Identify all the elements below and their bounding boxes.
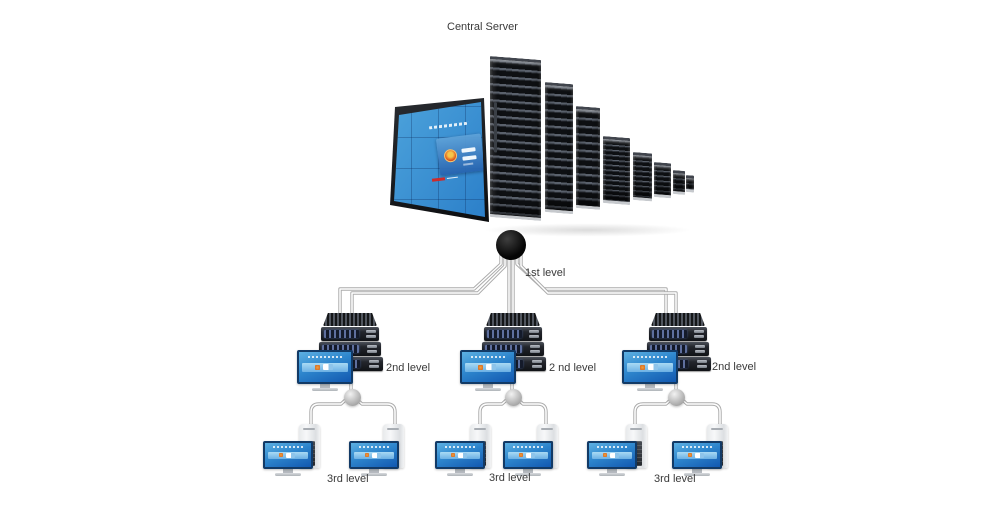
login-field	[461, 147, 476, 153]
second-level-label: 2nd level	[386, 362, 431, 374]
third-level-label: 3rd level	[327, 473, 369, 485]
emblem-icon	[443, 148, 458, 163]
rack-unit	[321, 327, 379, 341]
monitor-icon	[503, 441, 553, 476]
server-rack-icon	[490, 56, 541, 222]
first-level-label: 1st level	[525, 267, 566, 279]
monitor-screen	[503, 441, 553, 469]
emblem-dot-icon	[314, 364, 320, 370]
monitor-icon	[587, 441, 637, 476]
third-level-workstation	[587, 424, 647, 476]
monitor-screen	[297, 350, 353, 384]
monitor-screen	[672, 441, 722, 469]
server-rack-icon	[673, 170, 685, 195]
third-level-workstation	[349, 424, 407, 476]
monitor-screen	[435, 441, 485, 469]
monitor-icon	[435, 441, 485, 476]
server-top-vent	[486, 313, 540, 326]
server-top-vent	[651, 313, 705, 326]
central-server-illustration	[385, 45, 695, 245]
monitor-screen	[263, 441, 313, 469]
monitor-screen	[349, 441, 399, 469]
monitor-icon	[297, 350, 353, 391]
monitor-icon	[622, 350, 678, 391]
rack-unit	[649, 327, 707, 341]
monitor-screen	[587, 441, 637, 469]
third-level-workstation	[435, 424, 493, 476]
server-rack-icon	[545, 82, 573, 215]
monitor-screen	[622, 350, 678, 384]
server-top-vent	[323, 313, 377, 326]
sub-hub-icon	[505, 389, 522, 406]
emblem-dot-icon	[477, 364, 483, 370]
third-level-workstation	[263, 424, 321, 476]
video-wall-screen	[394, 102, 485, 217]
monitor-icon	[672, 441, 722, 476]
monitor-icon	[263, 441, 313, 476]
third-level-workstation	[503, 424, 561, 476]
second-level-label: 2nd level	[712, 361, 757, 373]
emblem-dot-icon	[639, 364, 645, 370]
third-level-label: 3rd level	[654, 473, 696, 485]
screen-footer-text	[431, 177, 446, 182]
login-panel	[435, 133, 485, 176]
monitor-icon	[460, 350, 516, 391]
central-hub-icon	[496, 230, 526, 260]
server-rack-icon	[686, 175, 694, 193]
third-level-label: 3rd level	[489, 472, 531, 484]
login-field	[462, 155, 477, 161]
second-level-label: 2 nd level	[549, 362, 597, 374]
monitor-screen	[460, 350, 516, 384]
server-rack-icon	[654, 162, 671, 199]
server-rack-icon	[603, 136, 630, 206]
screen-header-text	[428, 121, 470, 130]
sub-hub-icon	[668, 389, 685, 406]
rack-unit	[484, 327, 542, 341]
diagram-title: Central Server	[447, 21, 518, 33]
server-rack-icon	[633, 152, 652, 202]
login-caption	[463, 162, 474, 166]
floor-shadow	[480, 223, 695, 237]
server-rack-icon	[576, 106, 600, 210]
third-level-workstation	[672, 424, 730, 476]
monitor-icon	[349, 441, 399, 476]
sub-hub-icon	[344, 389, 361, 406]
